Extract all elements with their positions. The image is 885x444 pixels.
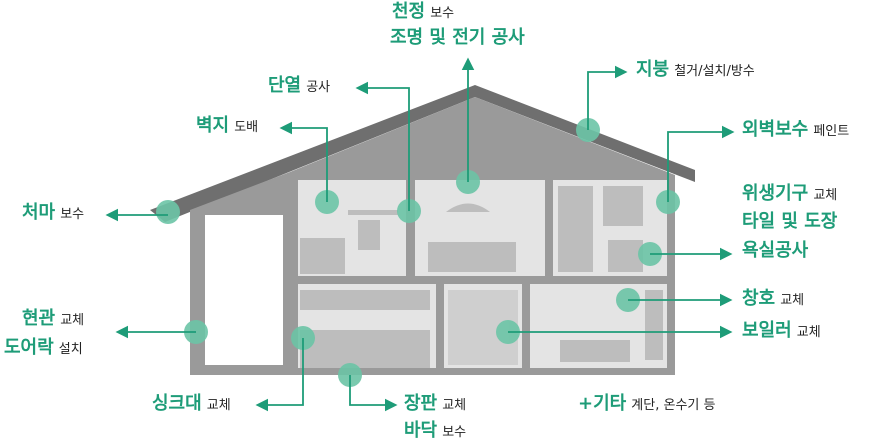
furniture xyxy=(300,186,663,368)
label-tile: 타일 및 도장 xyxy=(742,211,838,232)
label-doorlock: 도어락 설치 xyxy=(4,337,83,358)
label-exterior: 외벽보수 페인트 xyxy=(742,119,850,140)
left-wing xyxy=(190,172,290,375)
label-etc: +기타 계단, 온수기 등 xyxy=(578,393,716,414)
label-wallpaper: 벽지 도배 xyxy=(196,115,259,136)
label-eaves: 처마 보수 xyxy=(22,202,85,223)
label-boiler: 보일러 교체 xyxy=(742,320,821,341)
label-insulation: 단열 공사 xyxy=(268,75,331,96)
label-sanitary: 위생기구 교체 xyxy=(742,183,838,204)
label-ceiling: 천정 보수 xyxy=(392,1,455,22)
leader-lines xyxy=(105,57,735,412)
label-window: 창호 교체 xyxy=(742,288,805,309)
label-roof: 지붕 철거/설치/방수 xyxy=(636,59,755,80)
label-floor: 바닥 보수 xyxy=(404,420,467,441)
label-bathroom: 욕실공사 xyxy=(742,240,809,261)
roof xyxy=(150,85,695,222)
label-floorboard: 장판 교체 xyxy=(404,393,467,414)
label-lighting: 조명 및 전기 공사 xyxy=(390,27,525,48)
label-sink: 싱크대 교체 xyxy=(152,393,231,414)
label-entrance: 현관 교체 xyxy=(22,308,85,329)
